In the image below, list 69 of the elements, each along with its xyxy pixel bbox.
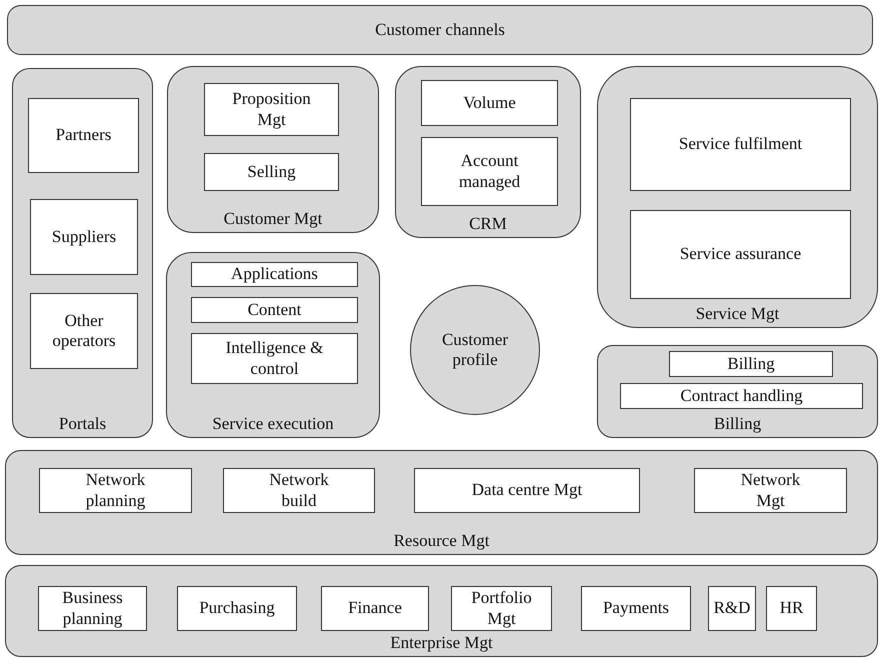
group-label: Service Mgt <box>694 304 780 324</box>
component-box <box>421 80 558 126</box>
box-label: Intelligence & control <box>224 338 324 379</box>
component-box <box>191 297 358 323</box>
group-panel <box>166 252 380 438</box>
box-label: Purchasing <box>199 598 275 619</box>
component-box <box>321 586 429 631</box>
group-label: Portals <box>58 414 108 434</box>
component-box <box>177 586 297 631</box>
box-label: Finance <box>348 598 402 619</box>
box-label: Billing <box>727 354 775 374</box>
group-label: Customer Mgt <box>222 208 324 229</box>
group-label: Billing <box>712 414 762 434</box>
box-label: Business planning <box>61 588 124 629</box>
component-box <box>204 153 339 191</box>
component-box <box>28 98 139 173</box>
component-box <box>39 468 192 513</box>
component-box <box>630 210 851 299</box>
box-label: Applications <box>231 264 318 285</box>
component-box <box>620 383 863 409</box>
box-label: Account managed <box>458 151 522 192</box>
component-box <box>451 586 552 631</box>
box-label: Content <box>248 300 302 320</box>
box-label: Network Mgt <box>740 470 802 511</box>
component-box <box>191 333 358 384</box>
group-panel <box>7 5 873 55</box>
component-box <box>223 468 375 513</box>
component-box <box>30 293 138 369</box>
box-label: Proposition Mgt <box>231 89 312 130</box>
component-box <box>766 586 817 631</box>
box-label: Network planning <box>84 470 146 511</box>
group-panel <box>167 66 379 233</box>
group-label: Customer channels <box>374 20 506 40</box>
component-box <box>414 468 640 513</box>
component-box <box>708 586 756 631</box>
box-label: Network build <box>268 470 330 511</box>
box-label: Suppliers <box>52 226 116 248</box>
box-label: Service fulfilment <box>678 134 802 155</box>
box-label: Service assurance <box>680 244 802 265</box>
component-box <box>630 98 851 191</box>
box-label: Other operators <box>51 310 117 352</box>
component-box <box>669 351 833 377</box>
group-panel <box>5 450 878 555</box>
box-label: HR <box>780 598 804 619</box>
component-box <box>204 83 339 136</box>
box-label: Contract handling <box>680 386 803 406</box>
box-label: Portfolio Mgt <box>470 588 533 629</box>
group-label: Service execution <box>211 414 335 434</box>
component-box <box>694 468 847 513</box>
box-label: Selling <box>247 162 296 182</box>
component-box <box>30 199 138 275</box>
group-label: Enterprise Mgt <box>389 632 494 653</box>
group-panel <box>12 68 153 438</box>
box-label: Customer profile <box>440 330 510 370</box>
group-panel <box>395 66 581 238</box>
group-panel <box>5 565 878 657</box>
box-label: Payments <box>602 598 670 619</box>
box-label: R&D <box>714 598 750 619</box>
component-box <box>421 137 558 206</box>
component-box <box>581 586 691 631</box>
box-label: Volume <box>463 92 516 114</box>
group-panel <box>597 66 878 328</box>
box-label: Data centre Mgt <box>472 480 582 501</box>
group-label: CRM <box>468 214 508 234</box>
component-box <box>38 586 147 631</box>
group-label: Resource Mgt <box>392 530 490 551</box>
group-panel <box>597 345 878 438</box>
component-box <box>191 262 358 287</box>
box-label: Partners <box>56 125 112 146</box>
